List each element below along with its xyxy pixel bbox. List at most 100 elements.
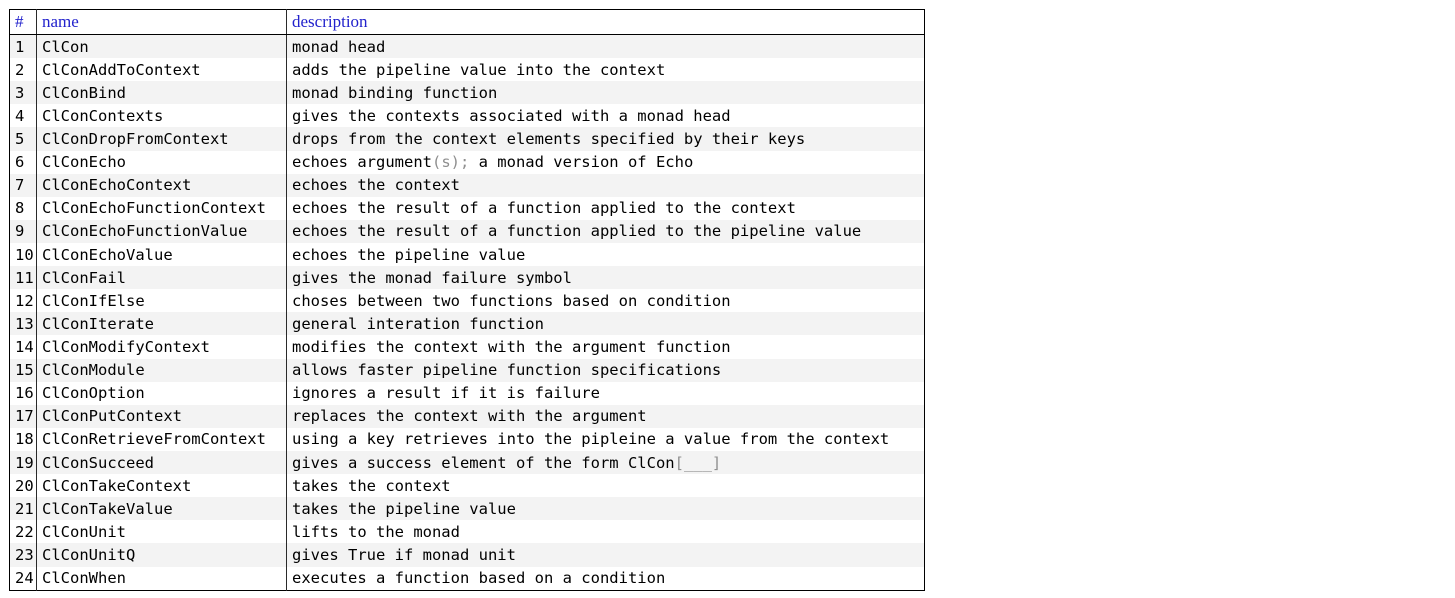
row-number-cell: 12 [15,291,34,310]
function-name-cell: ClConIterate [36,312,287,336]
description-cell: takes the pipeline value [286,497,925,521]
function-name-cell: ClConFail [36,266,287,290]
row-number-cell: 11 [15,268,34,287]
row-number-cell: 4 [15,106,25,125]
row-number-cell: 2 [15,60,25,79]
function-name-cell: ClConSucceed [36,450,287,475]
row-number-cell: 24 [15,569,34,588]
description-cell: choses between two functions based on co… [286,289,925,313]
description-cell: gives the contexts associated with a mon… [286,104,925,128]
row-number-cell: 22 [15,522,34,541]
description-cell: executes a function based on a condition [286,566,925,591]
header-row: # name description [9,9,925,35]
description-cell: echoes argument(s); a monad version of E… [286,150,925,174]
function-name-cell: ClConUnitQ [36,543,287,567]
plain-text: gives a success element of the form ClCo… [292,453,675,472]
row-number-cell: 13 [15,314,34,333]
function-name-cell: ClConPutContext [36,404,287,428]
function-name-cell: ClConIfElse [36,289,287,313]
function-name-cell: ClConEchoValue [36,243,287,267]
description-cell: lifts to the monad [286,520,925,544]
description-cell: gives True if monad unit [286,543,925,567]
row-number-cell: 16 [15,384,34,403]
function-name-cell: ClConModifyContext [36,335,287,359]
plain-text: a monad version of Echo [469,153,694,172]
table-header: # name description [9,9,925,35]
function-name-cell: ClConEchoFunctionContext [36,196,287,220]
description-cell: monad binding function [286,81,925,105]
description-cell: using a key retrieves into the pipleine … [286,427,925,451]
function-name-cell: ClConEchoContext [36,173,287,197]
function-name-cell: ClConAddToContext [36,58,287,82]
function-name-cell: ClConUnit [36,520,287,544]
description-cell: general interation function [286,312,925,336]
column-header-name: name [36,9,287,35]
row-number-cell: 5 [15,130,25,148]
row-number-cell: 3 [15,83,25,102]
row-number-cell: 20 [15,476,34,495]
description-cell: echoes the context [286,173,925,197]
description-cell: takes the context [286,474,925,498]
description-cell: gives the monad failure symbol [286,266,925,290]
function-name-cell: ClConOption [36,381,287,405]
row-number-cell: 21 [15,499,34,518]
description-cell: allows faster pipeline function specific… [286,358,925,382]
description-cell: gives a success element of the form ClCo… [286,450,925,475]
function-name-cell: ClConRetrieveFromContext [36,427,287,451]
row-number-cell: 17 [15,407,34,426]
description-cell: replaces the context with the argument [286,404,925,428]
description-cell: drops from the context elements specifie… [286,127,925,151]
description-cell: adds the pipeline value into the context [286,58,925,82]
function-name-cell: ClConEchoFunctionValue [36,219,287,243]
function-name-cell: ClConWhen [36,566,287,591]
function-name-cell: ClCon [36,34,287,59]
muted-text: [___] [674,453,722,472]
row-number-cell: 10 [15,245,34,264]
description-cell: ignores a result if it is failure [286,381,925,405]
row-number-cell: 8 [15,199,25,218]
row-number-cell: 1 [15,37,25,56]
function-name-cell: ClConBind [36,81,287,105]
row-number-cell: 19 [15,453,34,472]
row-number-cell: 7 [15,176,25,195]
muted-text: (s); [431,153,470,172]
description-cell: modifies the context with the argument f… [286,335,925,359]
row-number-cell: 6 [15,153,25,172]
column-header-number: # [9,9,37,35]
function-name-cell: ClConContexts [36,104,287,128]
row-number-cell: 14 [15,337,34,356]
function-name-cell: ClConEcho [36,150,287,174]
row-number-cell: 18 [15,430,34,449]
description-cell: echoes the pipeline value [286,243,925,267]
function-name-cell: ClConTakeValue [36,497,287,521]
column-header-description: description [286,9,925,35]
description-cell: echoes the result of a function applied … [286,196,925,220]
description-cell: monad head [286,34,925,59]
function-name-cell: ClConModule [36,358,287,382]
